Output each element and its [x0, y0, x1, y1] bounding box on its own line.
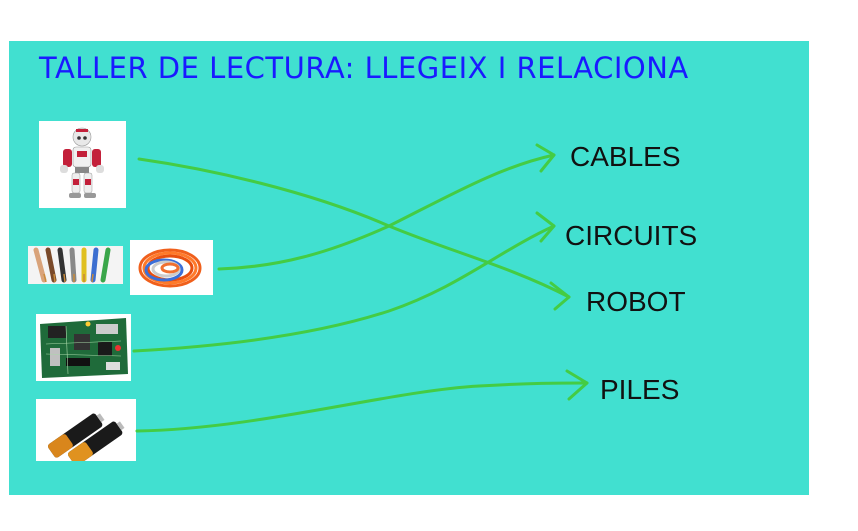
cable-coil-picture[interactable] — [130, 240, 213, 295]
line-batteries-to-piles — [135, 381, 589, 433]
cables-icon — [28, 246, 123, 284]
cable-coil-icon — [130, 240, 213, 295]
arrow-piles — [565, 369, 589, 401]
arrow-cables — [535, 143, 556, 173]
word-robot[interactable]: ROBOT — [586, 286, 686, 317]
batteries-icon — [36, 399, 136, 461]
batteries-picture[interactable] — [36, 399, 136, 461]
cables-picture[interactable] — [28, 246, 123, 284]
word-piles[interactable]: PILES — [600, 374, 680, 405]
arrow-circuits — [535, 211, 556, 243]
word-circuits[interactable]: CIRCUITS — [565, 220, 698, 251]
circuit-board-icon — [36, 314, 131, 381]
arrow-robot — [549, 281, 571, 311]
word-cables[interactable]: CABLES — [570, 141, 681, 172]
robot-picture[interactable] — [39, 121, 126, 208]
robot-icon — [39, 121, 126, 208]
activity-title: TALLER DE LECTURA: LLEGEIX I RELACIONA — [39, 51, 689, 85]
activity-slide: TALLER DE LECTURA: LLEGEIX I RELACIONA — [9, 41, 809, 495]
line-cables-to-cables — [217, 153, 556, 271]
circuit-board-picture[interactable] — [36, 314, 131, 381]
